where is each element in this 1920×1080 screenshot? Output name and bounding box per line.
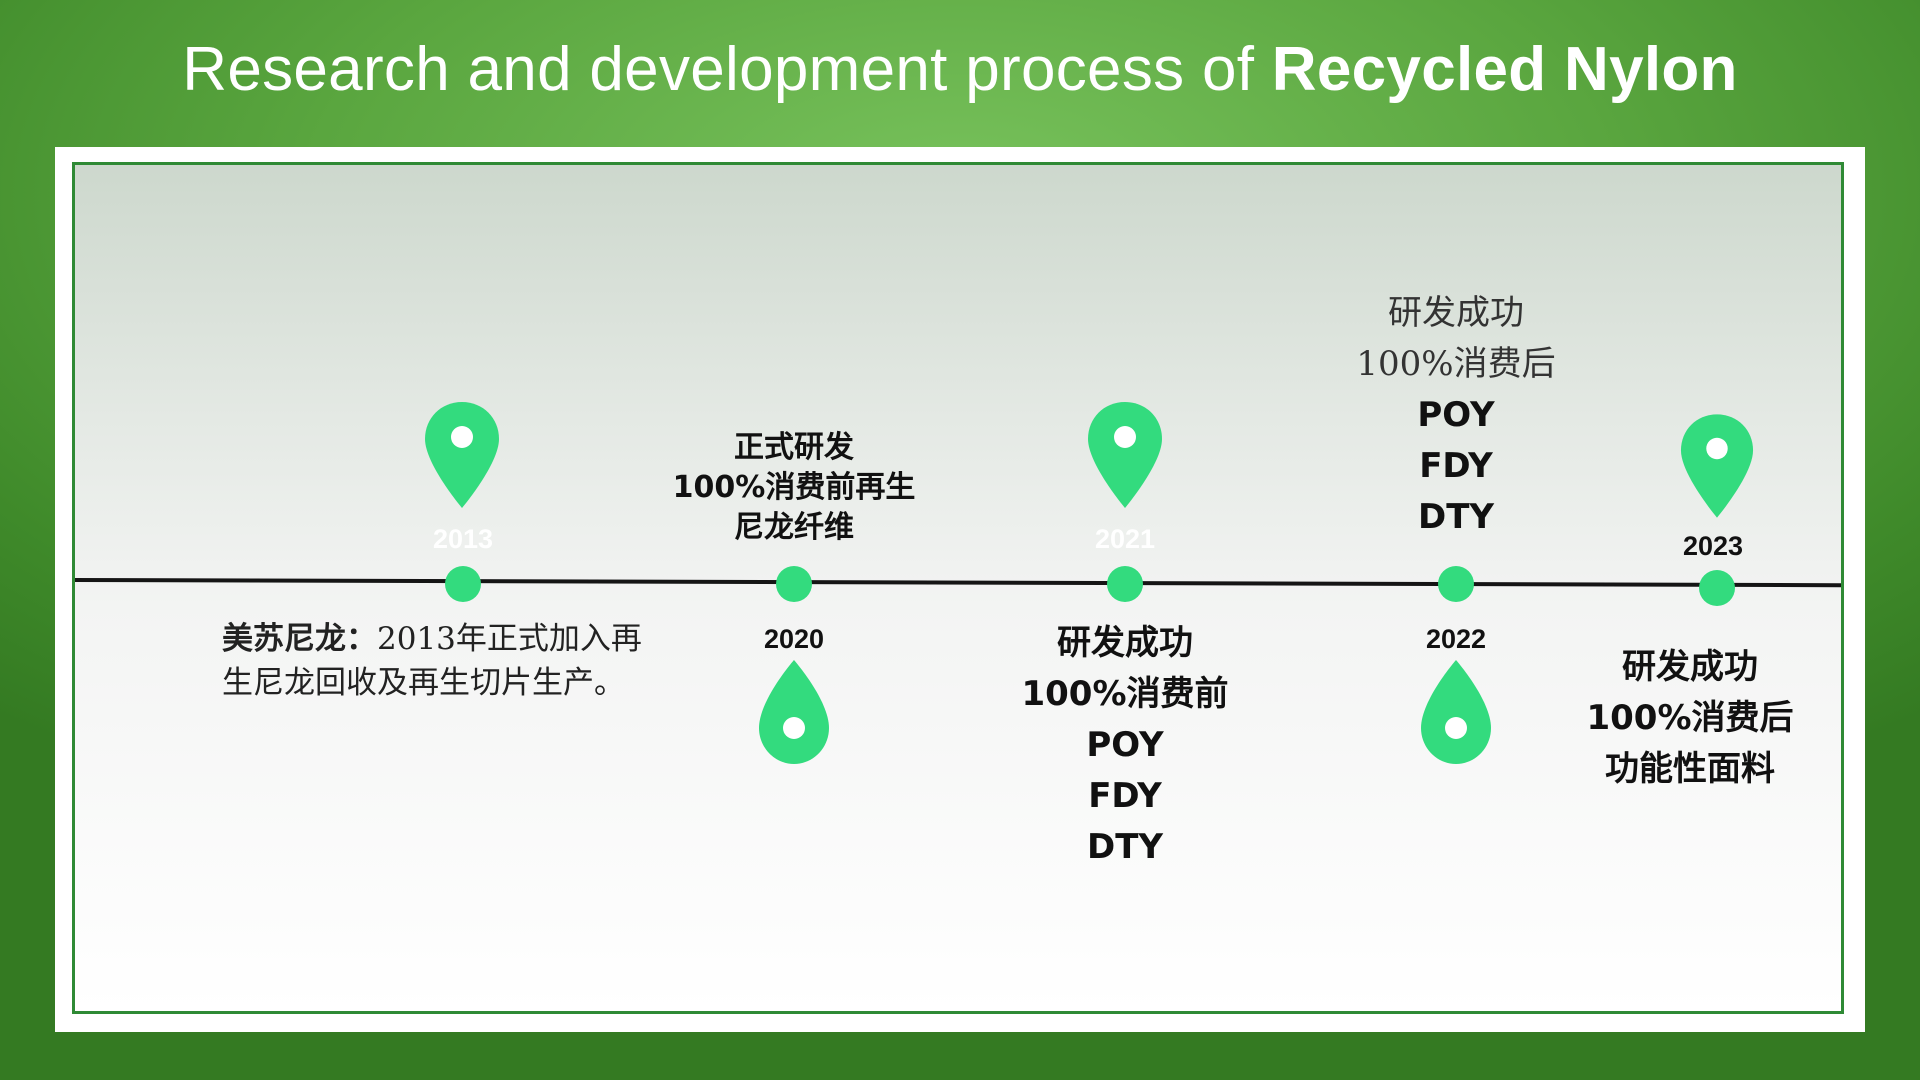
year-label-2013: 2013 [432, 524, 494, 554]
location-pin-icon-2023 [1680, 414, 1754, 518]
milestone-2021-text: 研发成功 100%消费前 POY FDY DTY [1021, 623, 1229, 867]
timeline-dot-2021 [1107, 566, 1143, 602]
year-label-2020: 2020 [763, 624, 825, 654]
drop-marker-icon-2022 [1421, 660, 1491, 764]
milestone-2023-text: 研发成功 100%消费后 功能性面料 [1586, 647, 1794, 789]
timeline-panel [72, 162, 1844, 1014]
location-pin-icon-2021 [1088, 402, 1162, 508]
milestone-2020-text: 正式研发 100%消费前再生 尼龙纤维 [672, 430, 916, 545]
year-label-2023: 2023 [1682, 531, 1744, 561]
title-emphasis: Recycled Nylon [1271, 35, 1738, 104]
title-prefix: Research and development process of [182, 35, 1272, 104]
timeline-dot-2013 [445, 566, 481, 602]
year-label-2022: 2022 [1425, 624, 1487, 654]
year-label-2021: 2021 [1094, 524, 1156, 554]
timeline-dot-2020 [776, 566, 812, 602]
slide-title: Research and development process of Recy… [0, 34, 1920, 105]
location-pin-icon-2013 [425, 402, 499, 508]
company-name: 美苏尼龙： [222, 621, 377, 657]
timeline-dot-2022 [1438, 566, 1474, 602]
timeline-dot-2023 [1699, 570, 1735, 606]
milestone-2013-description: 美苏尼龙：2013年正式加入再 生尼龙回收及再生切片生产。 [222, 621, 642, 701]
drop-marker-icon-2020 [759, 660, 829, 764]
milestone-2022-text: 研发成功 100%消费后 POY FDY DTY [1356, 293, 1556, 537]
